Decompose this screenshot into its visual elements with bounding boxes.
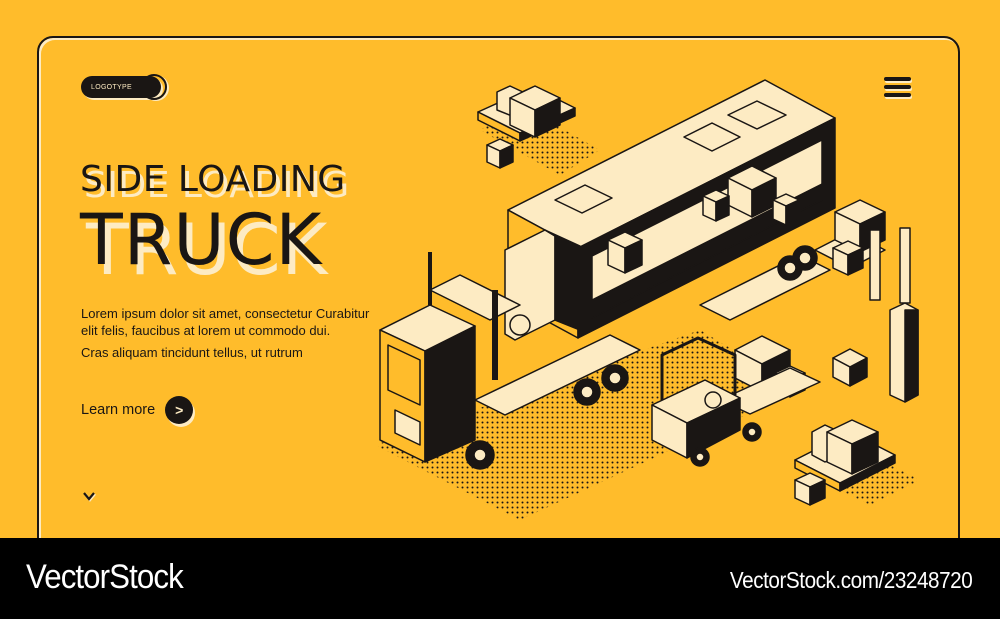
page-title: SIDE LOADING TRUCK <box>80 159 346 281</box>
trailer <box>507 79 836 339</box>
forklift <box>651 335 821 467</box>
logo-text: LOGOTYPE <box>91 83 132 91</box>
menu-bar <box>884 77 911 81</box>
description-paragraph-2: Cras aliquam tincidunt tellus, ut rutrum <box>81 345 303 360</box>
hero-description: Lorem ipsum dolor sit amet, consectetur … <box>81 305 371 366</box>
title-line-2: TRUCK <box>80 199 323 281</box>
ground-shadow <box>375 330 800 520</box>
menu-bar <box>884 85 911 89</box>
footer-brand: VectorStock <box>26 558 184 596</box>
arrow-right-button[interactable]: > <box>165 396 194 424</box>
pallet-boxes-bottom <box>794 419 896 506</box>
chevron-right-icon: > <box>175 402 184 418</box>
landing-page: LOGOTYPE SIDE LOADING TRUCK Lorem ipsum … <box>37 36 960 538</box>
truck-illustration <box>375 79 920 520</box>
learn-more-link[interactable]: Learn more > <box>81 396 194 424</box>
logo-ring-icon <box>141 74 167 100</box>
title-line-1: SIDE LOADING <box>80 159 346 200</box>
watermark-footer: VectorStock VectorStock.com/23248720 <box>0 538 1000 619</box>
chevron-down-icon[interactable] <box>81 488 97 504</box>
pallet-boxes-top <box>477 85 576 169</box>
footer-reference: VectorStock.com/23248720 <box>729 567 973 593</box>
learn-more-label: Learn more <box>81 402 156 418</box>
logo[interactable]: LOGOTYPE <box>81 74 167 100</box>
menu-bar <box>884 93 911 97</box>
pallet-boxes-right <box>814 199 919 403</box>
description-paragraph-1: Lorem ipsum dolor sit amet, consectetur … <box>81 306 370 338</box>
page-frame <box>37 36 960 538</box>
hamburger-menu-icon[interactable] <box>884 77 912 99</box>
truck-cab <box>379 229 641 470</box>
